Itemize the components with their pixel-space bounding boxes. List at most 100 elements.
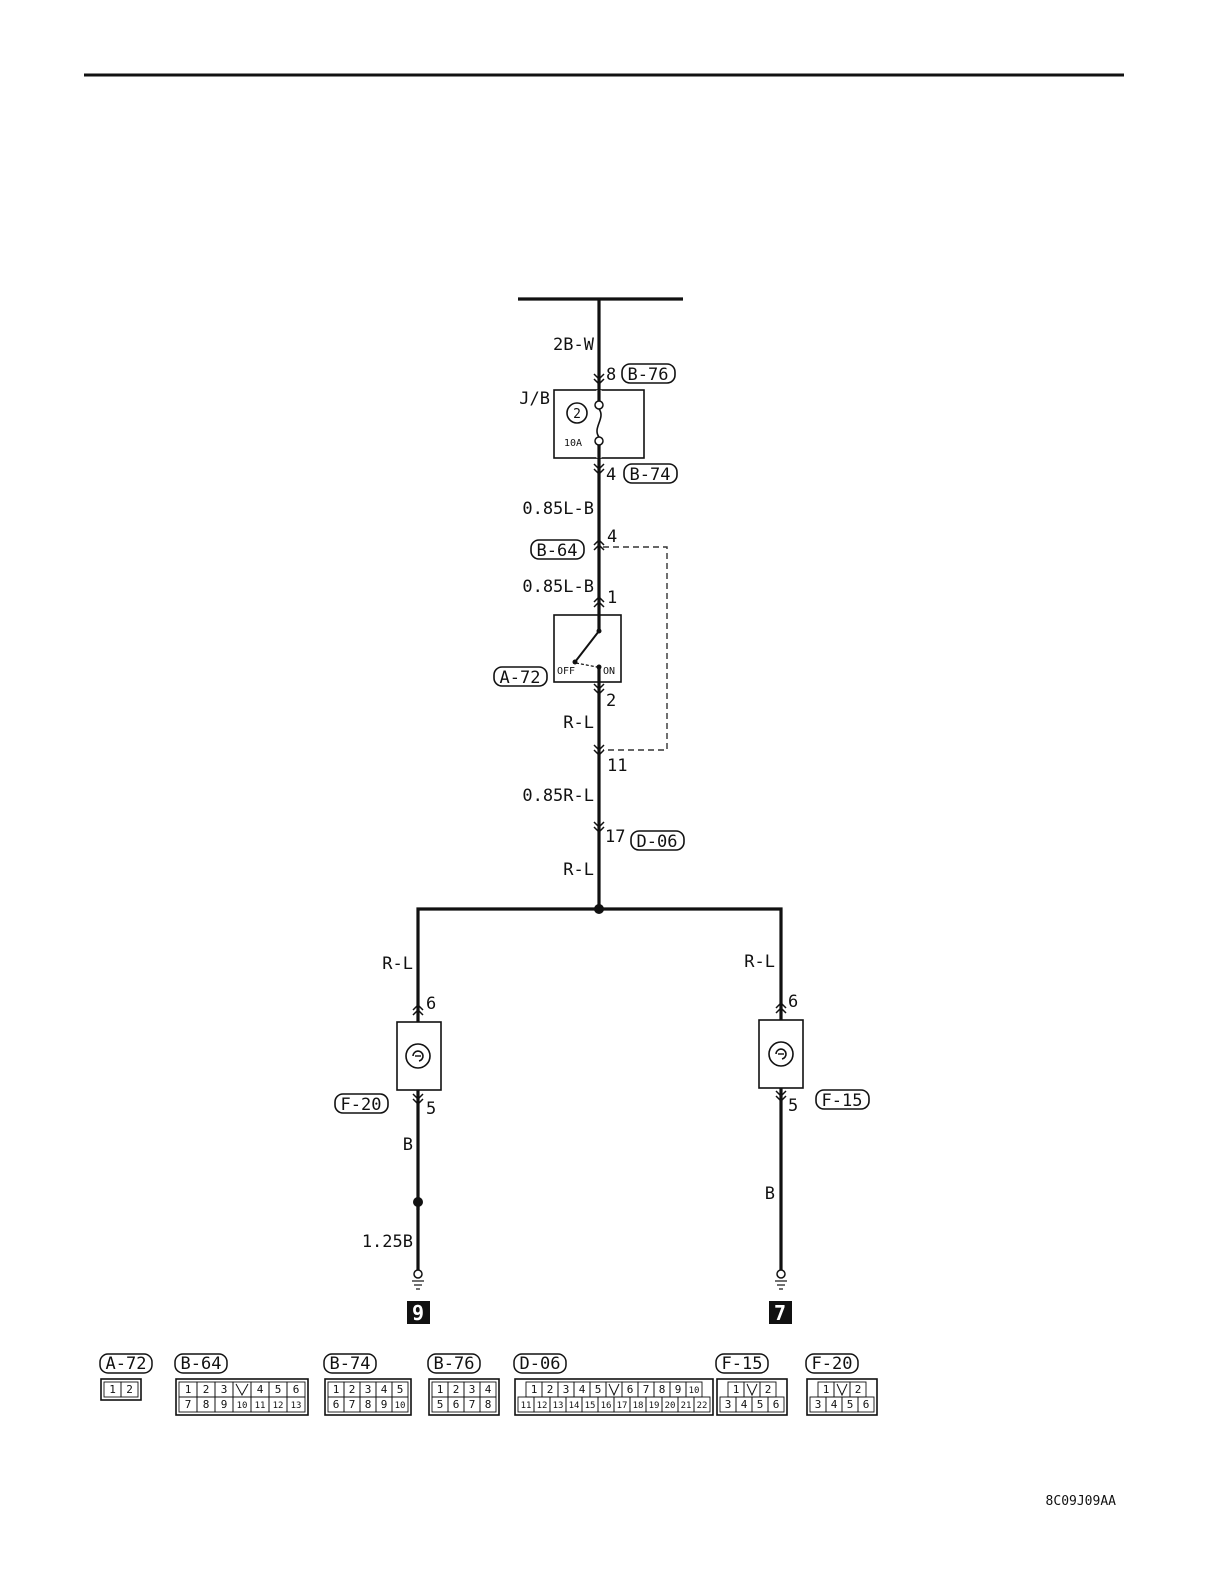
legend-pin: 6 — [773, 1398, 780, 1411]
switch-lever — [574, 630, 600, 663]
legend-pin: 12 — [273, 1401, 284, 1411]
figure-code: 8C09J09AA — [1046, 1494, 1117, 1509]
legend-pin: 2 — [765, 1383, 772, 1396]
legend-tag-label: D-06 — [520, 1354, 561, 1374]
ground-point-right: 7 — [774, 1301, 786, 1325]
legend-pin: 4 — [381, 1383, 388, 1396]
legend-pin: 5 — [275, 1383, 282, 1396]
legend-pin: 4 — [579, 1383, 586, 1396]
fuse-icon — [596, 408, 602, 438]
legend-pin: 14 — [569, 1401, 580, 1411]
connector-tag-b74-box — [623, 463, 678, 484]
legend-pin: 1 — [333, 1383, 340, 1396]
legend-pin: 12 — [537, 1401, 548, 1411]
connector-tag-b76: B-76 — [628, 365, 669, 385]
legend-pin: 18 — [633, 1401, 644, 1411]
wire-label-085rl: 0.85R-L — [522, 786, 594, 806]
legend-pin: 3 — [221, 1383, 228, 1396]
legend-pin: 5 — [437, 1398, 444, 1411]
pin-switch-out: 2 — [606, 691, 616, 711]
legend-pin: 3 — [563, 1383, 570, 1396]
connector-tag-a72-box — [493, 666, 548, 687]
legend-pin: 1 — [109, 1383, 116, 1396]
legend-pin: 3 — [815, 1398, 822, 1411]
legend-pin: 6 — [453, 1398, 460, 1411]
legend-pin: 9 — [675, 1383, 682, 1396]
legend-pin: 2 — [547, 1383, 554, 1396]
legend-pin: 1 — [531, 1383, 538, 1396]
pin-d06: 17 — [605, 827, 625, 847]
pin-switch-in: 1 — [607, 588, 617, 608]
legend-pin: 4 — [831, 1398, 838, 1411]
shield-dashed-line — [603, 546, 668, 751]
wire-label-left-125b: 1.25B — [362, 1232, 413, 1252]
legend-pin: 13 — [291, 1401, 302, 1411]
wire-label-rl-2: R-L — [563, 860, 594, 880]
connector-tag-b76-box — [621, 363, 676, 384]
legend-pin: 6 — [627, 1383, 634, 1396]
legend-pin: 1 — [823, 1383, 830, 1396]
legend-pin: 1 — [185, 1383, 192, 1396]
legend-pin: 13 — [553, 1401, 564, 1411]
pin-joint: 11 — [607, 756, 627, 776]
legend-pin: 15 — [585, 1401, 596, 1411]
legend-pin: 5 — [397, 1383, 404, 1396]
legend-tag-label: B-76 — [434, 1354, 475, 1374]
legend-tag-label: F-15 — [722, 1354, 763, 1374]
fuse-terminal-top — [594, 400, 604, 410]
connector-tag-d06: D-06 — [637, 832, 678, 852]
legend-pin: 7 — [185, 1398, 192, 1411]
fuse-number-circle — [566, 402, 588, 424]
wire-label-rl-1: R-L — [563, 713, 594, 733]
legend-pin: 22 — [697, 1401, 708, 1411]
legend-pin: 2 — [453, 1383, 460, 1396]
legend-pin: 11 — [255, 1401, 266, 1411]
legend-pin: 6 — [863, 1398, 870, 1411]
legend-pin: 8 — [485, 1398, 492, 1411]
wire-label-left-b: B — [403, 1135, 413, 1155]
legend-pin: 9 — [381, 1398, 388, 1411]
legend-pin: 19 — [649, 1401, 660, 1411]
switch-box — [553, 614, 622, 683]
connector-tag-f20: F-20 — [341, 1095, 382, 1115]
legend-pin: 2 — [203, 1383, 210, 1396]
legend-pin: 11 — [521, 1401, 532, 1411]
right-branch-wire — [599, 907, 783, 1020]
ground-right-terminal — [776, 1269, 786, 1279]
pin-b64: 4 — [607, 527, 617, 547]
ground-point-right-box — [769, 1301, 792, 1324]
connector-tag-b64: B-64 — [537, 541, 578, 561]
legend-pin: 4 — [485, 1383, 492, 1396]
legend-pin: 4 — [257, 1383, 264, 1396]
legend-pin: 4 — [741, 1398, 748, 1411]
switch-on-label: ON — [603, 666, 615, 677]
ground-point-left-box — [407, 1301, 430, 1324]
pin-b76: 8 — [606, 365, 616, 385]
fuse-terminal-bottom — [594, 436, 604, 446]
legend-pin: 21 — [681, 1401, 692, 1411]
ground-right-icon — [775, 1280, 787, 1290]
legend-pin: 3 — [365, 1383, 372, 1396]
ground-left-icon — [412, 1280, 424, 1290]
legend-pin: 20 — [665, 1401, 676, 1411]
wire-label-085lb-1: 0.85L-B — [522, 499, 594, 519]
legend-pin: 6 — [333, 1398, 340, 1411]
legend-pin: 8 — [365, 1398, 372, 1411]
ground-point-left: 9 — [412, 1301, 424, 1325]
lamp-right-icon — [768, 1041, 794, 1067]
wire-label-right-rl: R-L — [744, 952, 775, 972]
legend-pin: 7 — [643, 1383, 650, 1396]
ground-left-terminal — [413, 1269, 423, 1279]
wire-label-085lb-2: 0.85L-B — [522, 577, 594, 597]
legend-pin: 5 — [847, 1398, 854, 1411]
legend-pin: 1 — [437, 1383, 444, 1396]
legend-pin: 8 — [203, 1398, 210, 1411]
legend-pin: 6 — [293, 1383, 300, 1396]
